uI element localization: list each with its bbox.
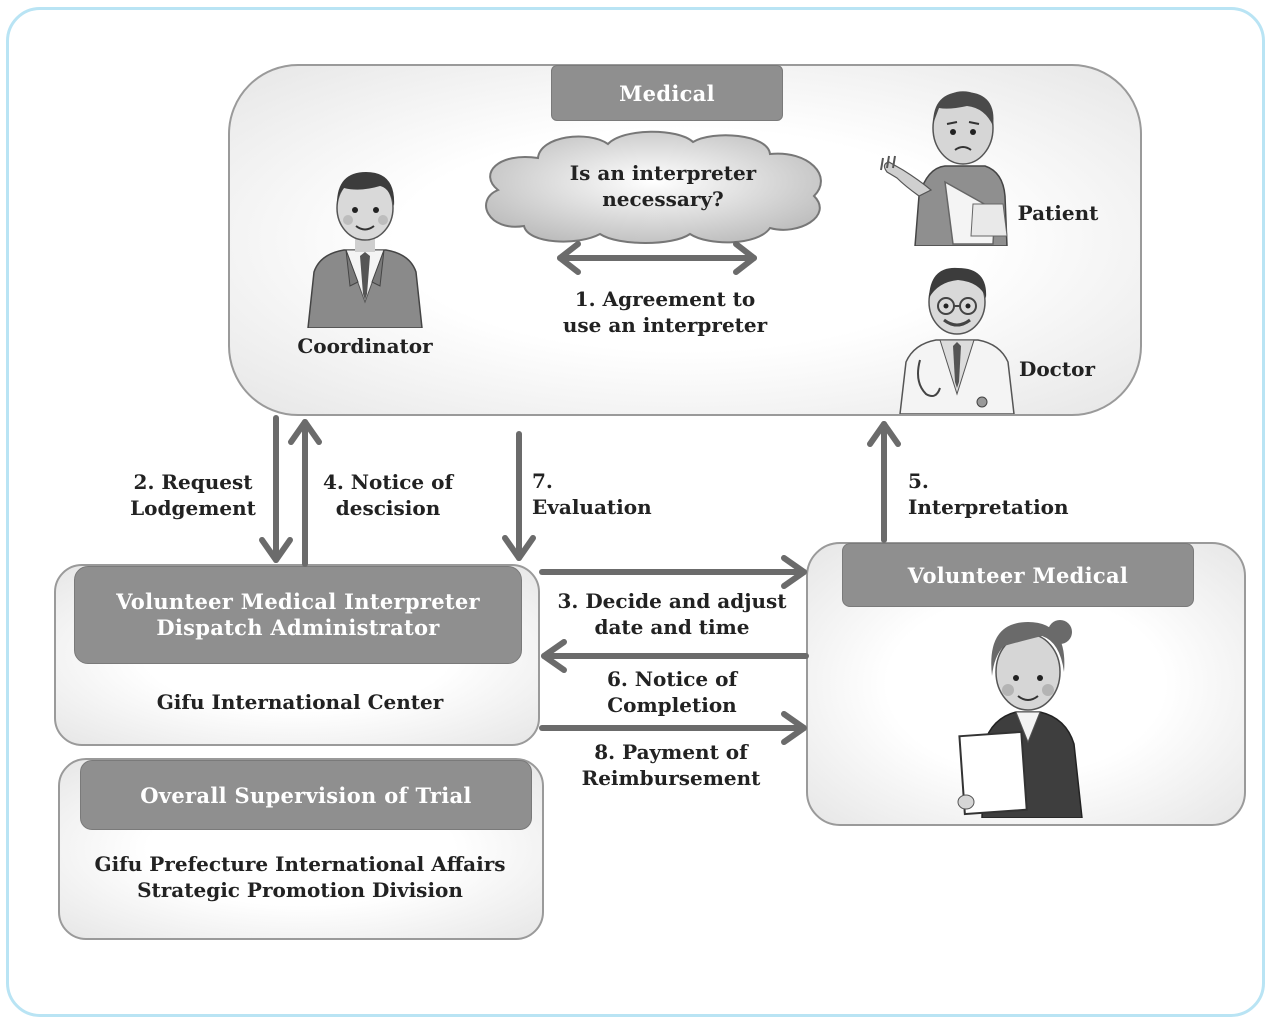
doctor-illustration — [899, 267, 1015, 414]
completion-arrow — [541, 639, 809, 673]
coordinator-label: Coordinator — [297, 334, 433, 358]
supervision-org-label: Gifu Prefecture International Affairs St… — [94, 852, 506, 902]
payment-label: 8. Payment of Reimbursement — [581, 740, 761, 790]
dispatch-org-label: Gifu International Center — [156, 690, 444, 714]
coordinator-illustration — [307, 172, 423, 328]
thought-cloud — [485, 130, 822, 244]
request-arrow — [259, 415, 293, 563]
interpretation-label: 5. Interpretation — [908, 469, 1069, 519]
evaluation-arrow — [502, 431, 536, 561]
agreement-label: 1. Agreement to use an interpreter — [562, 287, 768, 337]
payment-arrow — [539, 711, 807, 745]
decide-arrow — [539, 555, 807, 589]
supervision-header: Overall Supervision of Trial — [80, 760, 532, 830]
dispatch-administrator-header: Volunteer Medical Interpreter Dispatch A… — [74, 566, 522, 664]
patient-label: Patient — [1017, 201, 1099, 225]
notice-decision-arrow — [288, 419, 322, 567]
patient-illustration — [880, 91, 1008, 246]
agreement-arrow — [557, 241, 757, 275]
decide-label: 3. Decide and adjust date and time — [557, 589, 787, 639]
doctor-label: Doctor — [1019, 357, 1095, 381]
evaluation-label: 7. Evaluation — [532, 469, 652, 519]
request-label: 2. Request Lodgement — [130, 470, 256, 520]
flow-arrows — [259, 241, 901, 745]
interpreter-illustration — [957, 620, 1083, 818]
notice-decision-label: 4. Notice of descision — [322, 470, 454, 520]
interpretation-arrow — [867, 421, 901, 543]
cloud-text: Is an interpreter necessary? — [569, 161, 757, 211]
completion-label: 6. Notice of Completion — [606, 667, 738, 717]
